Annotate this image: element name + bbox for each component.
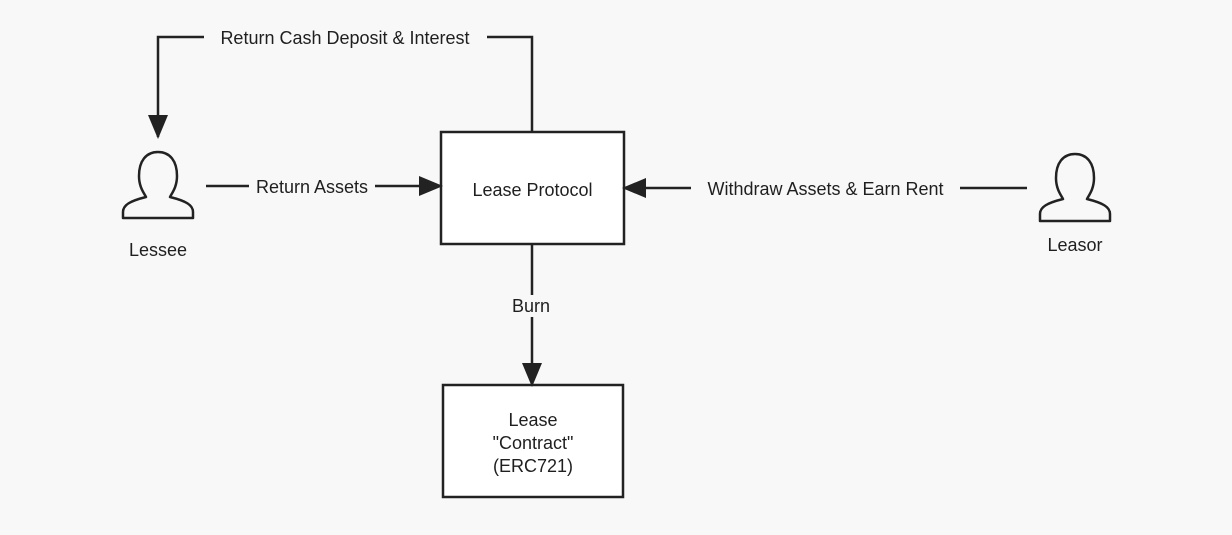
lease-contract-line-1: Lease (508, 410, 557, 430)
lease-contract-box (441, 383, 625, 499)
leasor-label: Leasor (1047, 235, 1102, 255)
return-assets-label: Return Assets (256, 177, 368, 197)
lease-protocol-node: Lease Protocol (439, 130, 626, 246)
edge-label-background (204, 28, 487, 48)
return-cash-deposit-arrow (148, 35, 534, 139)
lease-contract-node: Lease "Contract" (ERC721) (441, 383, 625, 499)
lessee-actor: Lessee (121, 150, 195, 260)
lease-contract-line-2: "Contract" (493, 433, 574, 453)
lease-protocol-box (439, 130, 626, 246)
return-cash-deposit-label: Return Cash Deposit & Interest (220, 28, 469, 48)
user-icon (1038, 152, 1112, 223)
lease-protocol-label: Lease Protocol (472, 180, 592, 200)
edge-return-assets: Return Assets (206, 176, 443, 197)
burn-label: Burn (512, 296, 550, 316)
edge-label-background (249, 176, 375, 196)
edge-return-cash-deposit: Return Cash Deposit & Interest (148, 28, 534, 139)
user-icon (121, 150, 195, 220)
lease-contract-line-3: (ERC721) (493, 456, 573, 476)
edge-withdraw-assets: Withdraw Assets & Earn Rent (622, 178, 1027, 199)
edge-label-background (691, 178, 960, 198)
leasor-actor: Leasor (1038, 152, 1112, 255)
withdraw-assets-label: Withdraw Assets & Earn Rent (707, 179, 943, 199)
lessee-label: Lessee (129, 240, 187, 260)
edge-burn: Burn (508, 244, 556, 387)
edge-label-background (508, 295, 556, 317)
